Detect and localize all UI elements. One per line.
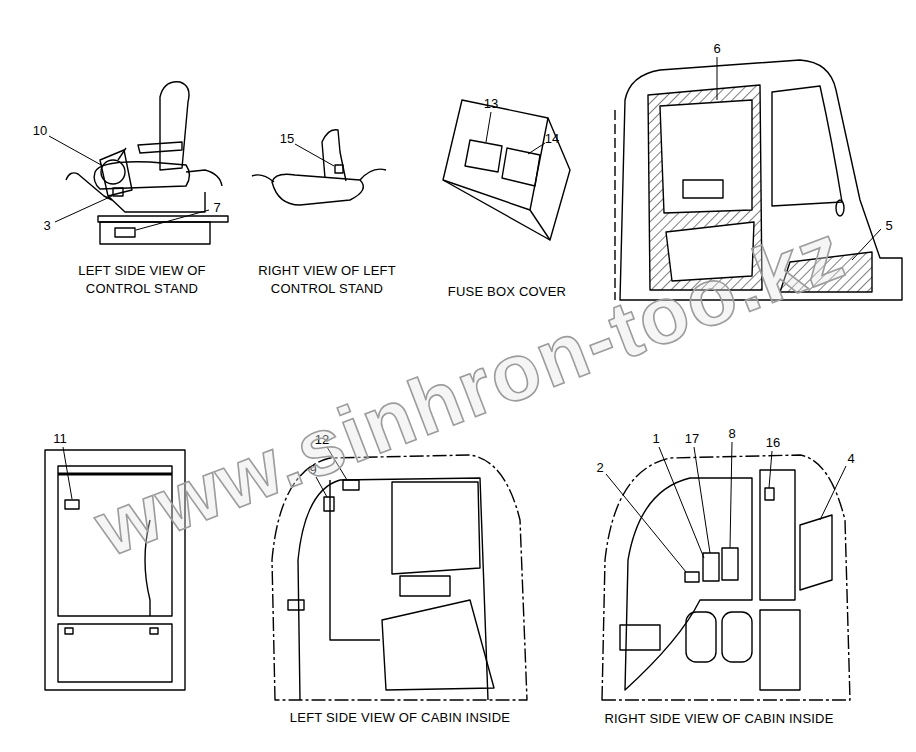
callout-number: 1 [652, 432, 659, 445]
view-caption: RIGHT SIDE VIEW OF CABIN INSIDE [569, 710, 869, 728]
view-caption: LEFT SIDE VIEW OF CABIN INSIDE [250, 709, 550, 727]
callout-number: 4 [847, 452, 854, 465]
callout-number: 16 [766, 436, 780, 449]
callout-number: 7 [213, 201, 220, 214]
view-caption: RIGHT VIEW OF LEFT CONTROL STAND [239, 262, 415, 298]
callout-number: 14 [545, 132, 559, 145]
view-caption: FUSE BOX COVER [422, 283, 592, 301]
callout-number: 13 [484, 97, 498, 110]
callout-number: 5 [885, 219, 892, 232]
callout-number: 3 [43, 219, 50, 232]
callout-number: 17 [685, 432, 699, 445]
callout-number: 8 [728, 427, 735, 440]
fuse-box-cover [443, 100, 570, 240]
callout-number: 2 [596, 461, 603, 474]
callout-number: 10 [33, 124, 47, 137]
callout-number: 11 [53, 432, 67, 445]
control-stand [252, 130, 386, 205]
callout-number: 6 [713, 42, 720, 55]
leader-lines [49, 57, 881, 572]
cabin-right-interior [602, 455, 850, 700]
view-caption: LEFT SIDE VIEW OF CONTROL STAND [67, 262, 217, 298]
callout-number: 15 [280, 132, 294, 145]
operator-seat [66, 82, 228, 244]
